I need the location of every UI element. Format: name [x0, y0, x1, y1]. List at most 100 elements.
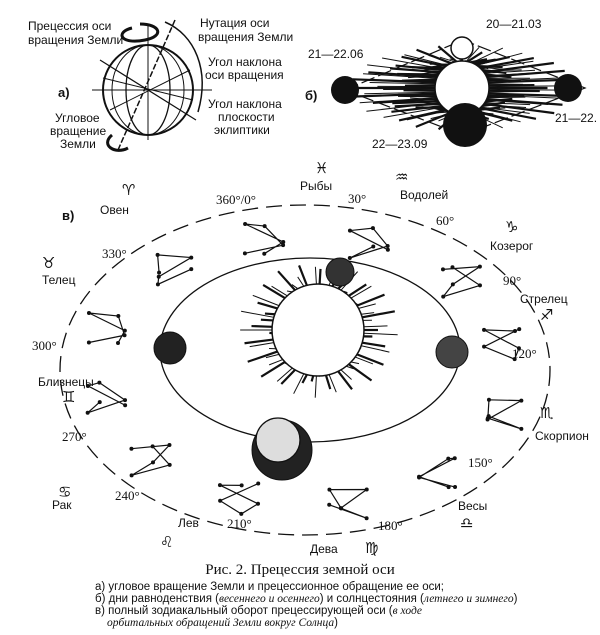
- sun-ray: [310, 375, 315, 382]
- note-a: а) угловое вращение Земли и прецессионно…: [95, 581, 445, 593]
- sun-ray: [314, 266, 317, 285]
- earth-spring: [450, 36, 474, 60]
- constellation: [88, 312, 126, 344]
- sun-ray: [362, 310, 395, 319]
- earth-autumn: [443, 103, 487, 147]
- star: [122, 328, 127, 333]
- sun-ray: [364, 91, 436, 95]
- sun-ray: [280, 369, 296, 385]
- sun-ray: [407, 75, 438, 79]
- earth-left: [153, 331, 187, 365]
- star: [486, 397, 491, 402]
- axis-tilt-label: Угол наклона: [208, 55, 282, 69]
- sun-ray: [291, 284, 299, 290]
- angular-rotation-label: Угловое: [55, 111, 100, 125]
- sun-ray: [401, 78, 437, 82]
- star: [446, 485, 451, 490]
- star: [519, 398, 524, 403]
- sun-ray: [369, 82, 436, 85]
- sun-ray: [350, 285, 372, 299]
- sun-ray: [350, 361, 360, 365]
- precession-label: Прецессия оси: [28, 19, 111, 33]
- sun-ray: [358, 303, 376, 309]
- sun-ray: [355, 92, 436, 98]
- constellation: [244, 223, 285, 255]
- earth-summer: [331, 76, 359, 104]
- sun-ray: [488, 90, 521, 93]
- degree-label: 90°: [503, 273, 521, 288]
- degree-label: 30°: [348, 191, 366, 206]
- sun-ray: [389, 67, 441, 74]
- sun-ray: [337, 370, 353, 390]
- ecliptic-tilt-label-3: эклиптики: [214, 123, 270, 137]
- sun-ray: [481, 60, 534, 70]
- star: [157, 270, 162, 275]
- sun-ray: [484, 102, 531, 106]
- figure-title: Рис. 2. Прецессия земной оси: [205, 562, 395, 578]
- star: [115, 341, 120, 346]
- date-spring: 20—21.03: [486, 17, 542, 31]
- note-c-text: в) полный зодиакальный оборот прецессиру…: [95, 605, 393, 617]
- star: [450, 265, 455, 270]
- sun-ray: [423, 66, 446, 71]
- constellation: [328, 488, 369, 519]
- star: [129, 473, 134, 478]
- zodiac-5-name: Скорпион: [535, 429, 589, 443]
- sun-ray: [293, 373, 305, 394]
- sun-ray: [355, 356, 374, 365]
- zodiac-sign-icon: ♒: [395, 168, 408, 186]
- nutation-label-2: вращения Земли: [198, 30, 293, 44]
- figure-notes: а) угловое вращение Земли и прецессионно…: [95, 581, 600, 629]
- sun-ray: [484, 69, 536, 74]
- degree-label: 210°: [227, 516, 252, 531]
- sun-ray: [486, 69, 565, 79]
- star: [327, 487, 332, 492]
- constellation: [131, 444, 172, 476]
- sun-ray: [428, 54, 453, 64]
- zodiac-circle: [59, 204, 551, 536]
- star: [517, 327, 522, 332]
- star: [347, 228, 352, 233]
- star: [519, 426, 524, 431]
- zodiac-2-name: Водолей: [400, 188, 448, 202]
- degree-label: 300°: [32, 338, 57, 353]
- star: [218, 498, 223, 503]
- sun-ray: [372, 97, 438, 104]
- constellation: [218, 482, 260, 515]
- zodiac-7-name: Дева: [310, 542, 338, 556]
- panel-a: а) Прецессия оси вращения Земли Нутация …: [28, 16, 293, 152]
- note-b: б) дни равноденствия (весеннего и осенне…: [95, 593, 518, 605]
- sun-ray: [479, 57, 534, 70]
- star: [338, 506, 343, 511]
- sun-ray: [356, 353, 384, 366]
- zodiac-3-name: Козерог: [490, 239, 534, 253]
- sun-ray: [487, 94, 525, 98]
- sun-ray: [324, 374, 332, 390]
- sun-ray: [298, 265, 308, 286]
- sun-ray: [437, 45, 458, 63]
- constellation: [417, 457, 456, 488]
- precession-diagram: а) Прецессия оси вращения Земли Нутация …: [28, 16, 597, 557]
- star: [446, 456, 451, 461]
- sun-ray: [301, 374, 308, 384]
- star: [239, 483, 244, 488]
- zodiac-sign-icon: ♏: [540, 404, 554, 422]
- sun-ray: [398, 94, 437, 98]
- star: [417, 474, 422, 479]
- star: [86, 340, 91, 345]
- star: [256, 481, 261, 486]
- star: [385, 247, 390, 252]
- panel-b-label: б): [305, 88, 317, 103]
- sun-ray: [356, 293, 385, 307]
- degree-label: 60°: [436, 213, 454, 228]
- star: [512, 357, 517, 362]
- sun-ray: [363, 332, 398, 336]
- sun-ray: [252, 294, 280, 307]
- sun-ray: [392, 100, 439, 105]
- sun-ray: [361, 312, 375, 315]
- degree-label: 270°: [62, 429, 87, 444]
- star: [385, 244, 390, 249]
- star: [371, 244, 376, 249]
- star: [482, 344, 487, 349]
- star: [239, 511, 244, 516]
